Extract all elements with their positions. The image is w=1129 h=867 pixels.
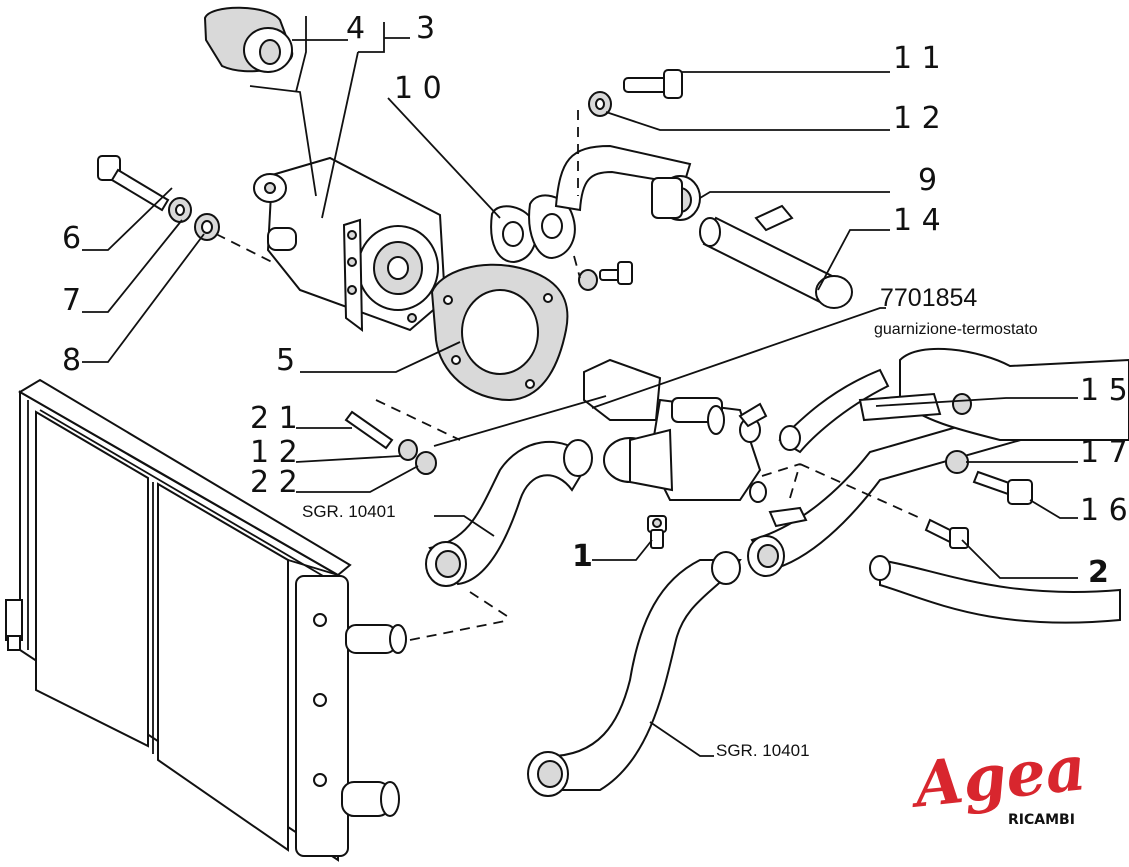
upper-radiator-hose [425, 439, 593, 587]
callout-numbers: 4 3 1 0 1 1 1 2 9 1 4 6 7 8 5 2 1 1 2 2 … [62, 11, 1128, 590]
agea-logo: Agea RICAMBI [906, 731, 1089, 828]
pump-boot [203, 6, 294, 73]
callout-15: 1 5 [1080, 373, 1128, 408]
pump-gasket [430, 263, 569, 402]
callout-16: 1 6 [1080, 493, 1128, 528]
washer-7 [168, 197, 192, 223]
logo-subtitle: RICAMBI [1008, 812, 1075, 828]
washer-12-top [588, 91, 612, 117]
callout-6: 6 [62, 221, 81, 256]
stud-21 [344, 410, 394, 450]
part-description: guarnizione-termostato [874, 321, 1038, 338]
water-pump [253, 156, 447, 333]
callout-2: 2 [1088, 555, 1109, 590]
part-code: 7701854 [880, 284, 977, 312]
bolt-2 [924, 518, 969, 549]
callout-7: 7 [62, 283, 81, 318]
radiator [5, 378, 407, 862]
callout-14: 1 4 [893, 203, 941, 238]
bolt-16 [972, 470, 1033, 505]
sgr-reference-upper: SGR. 10401 [302, 502, 396, 521]
nut-17 [945, 450, 969, 474]
engine-block [858, 347, 1129, 441]
callout-11: 1 1 [893, 41, 941, 76]
callout-12-top: 1 2 [893, 101, 941, 136]
callout-17: 1 7 [1080, 435, 1128, 470]
callout-8: 8 [62, 343, 81, 378]
flange-gaskets [490, 194, 576, 264]
callout-9: 9 [918, 163, 937, 198]
washer-8 [194, 213, 220, 241]
callout-4: 4 [346, 11, 365, 46]
small-bolts-center [578, 261, 633, 291]
washer-12-low [398, 439, 418, 461]
nut-22 [415, 451, 437, 475]
callout-3: 3 [416, 11, 435, 46]
bolt-6 [97, 155, 170, 212]
callout-10: 1 0 [394, 71, 442, 106]
callout-22: 2 2 [250, 465, 298, 500]
lower-radiator-hose [527, 551, 742, 797]
metal-pipe [554, 144, 701, 221]
assembly-dash-lines [215, 110, 921, 641]
callout-21: 2 1 [250, 401, 298, 436]
callout-1: 1 [572, 539, 593, 574]
leader-lines [82, 16, 1078, 757]
callout-12-low: 1 2 [250, 435, 298, 470]
callout-5: 5 [276, 343, 295, 378]
thermostat-housing [583, 358, 768, 503]
short-hose [699, 204, 853, 309]
bolt-11 [623, 69, 683, 99]
temperature-sensor [647, 515, 667, 549]
sgr-reference-lower: SGR. 10401 [716, 741, 810, 760]
logo-wordmark: Agea [906, 731, 1089, 822]
